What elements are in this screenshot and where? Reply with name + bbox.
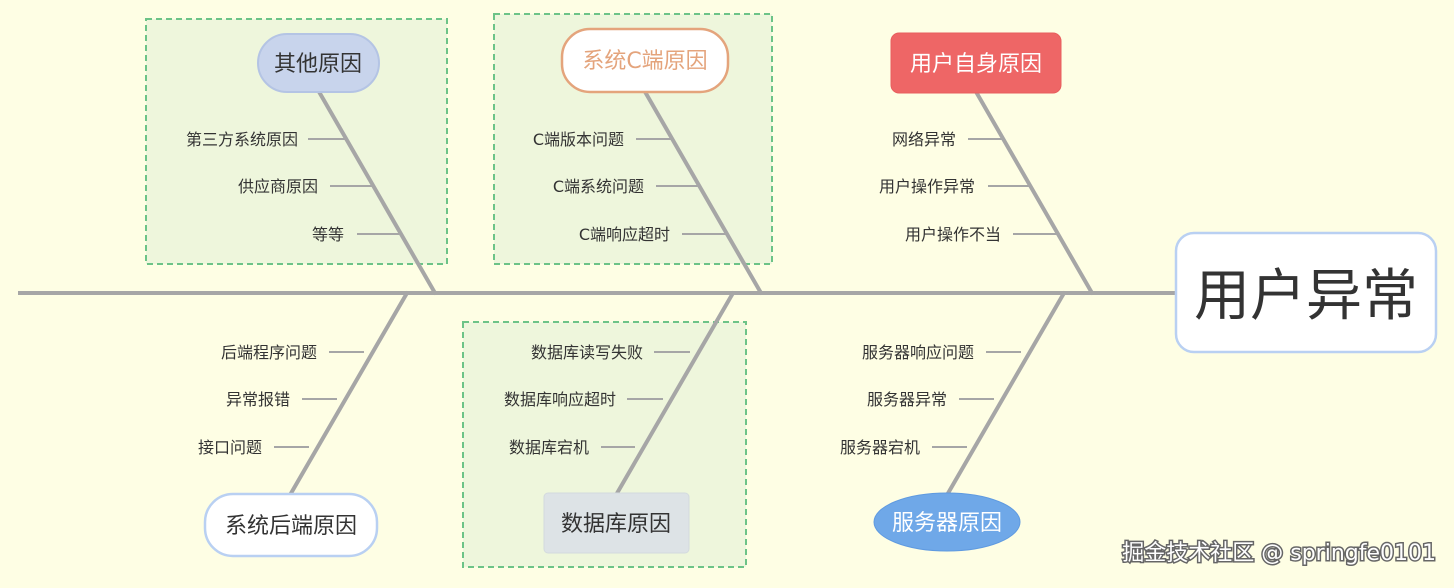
cause-other-item-2: 供应商原因	[238, 177, 318, 196]
bone-backend	[288, 291, 409, 497]
category-label-other: 其他原因	[274, 52, 362, 77]
cause-database-item-3: 数据库宕机	[509, 438, 589, 457]
category-node-user[interactable]: 用户自身原因	[890, 32, 1062, 94]
category-node-client[interactable]: 系统C端原因	[560, 27, 730, 94]
bone-other	[316, 88, 437, 295]
category-label-backend: 系统后端原因	[225, 514, 357, 539]
cause-database-item-1: 数据库读写失败	[531, 343, 643, 362]
category-label-user: 用户自身原因	[910, 52, 1042, 77]
cause-server-item-1: 服务器响应问题	[862, 343, 974, 362]
cause-backend-item-2: 异常报错	[226, 390, 290, 409]
bone-client	[642, 88, 763, 295]
category-node-other[interactable]: 其他原因	[257, 33, 380, 93]
category-label-database: 数据库原因	[561, 512, 671, 537]
bone-database	[614, 291, 735, 497]
cause-client-item-1: C端版本问题	[533, 130, 624, 149]
category-node-backend[interactable]: 系统后端原因	[203, 492, 379, 558]
cause-server-item-2: 服务器异常	[867, 390, 947, 409]
head-label: 用户异常	[1194, 264, 1418, 329]
cause-backend-item-3: 接口问题	[198, 438, 262, 457]
cause-backend-item-1: 后端程序问题	[221, 343, 317, 362]
category-label-client: 系统C端原因	[582, 49, 707, 74]
cause-other-item-1: 第三方系统原因	[186, 130, 298, 149]
category-node-server[interactable]: 服务器原因	[873, 492, 1021, 552]
cause-other-item-3: 等等	[312, 225, 344, 244]
head-node[interactable]: 用户异常	[1174, 231, 1438, 354]
category-label-server: 服务器原因	[892, 511, 1002, 536]
cause-user-item-3: 用户操作不当	[905, 225, 1001, 244]
category-node-database[interactable]: 数据库原因	[543, 492, 690, 554]
bone-server	[945, 291, 1066, 497]
cause-client-item-2: C端系统问题	[553, 177, 644, 196]
bone-user	[973, 88, 1094, 295]
cause-database-item-2: 数据库响应超时	[504, 390, 616, 409]
cause-client-item-3: C端响应超时	[579, 225, 670, 244]
cause-server-item-3: 服务器宕机	[840, 438, 920, 457]
cause-user-item-1: 网络异常	[892, 130, 956, 149]
cause-user-item-2: 用户操作异常	[879, 177, 975, 196]
watermark: 掘金技术社区 @ springfe0101	[1122, 541, 1436, 566]
